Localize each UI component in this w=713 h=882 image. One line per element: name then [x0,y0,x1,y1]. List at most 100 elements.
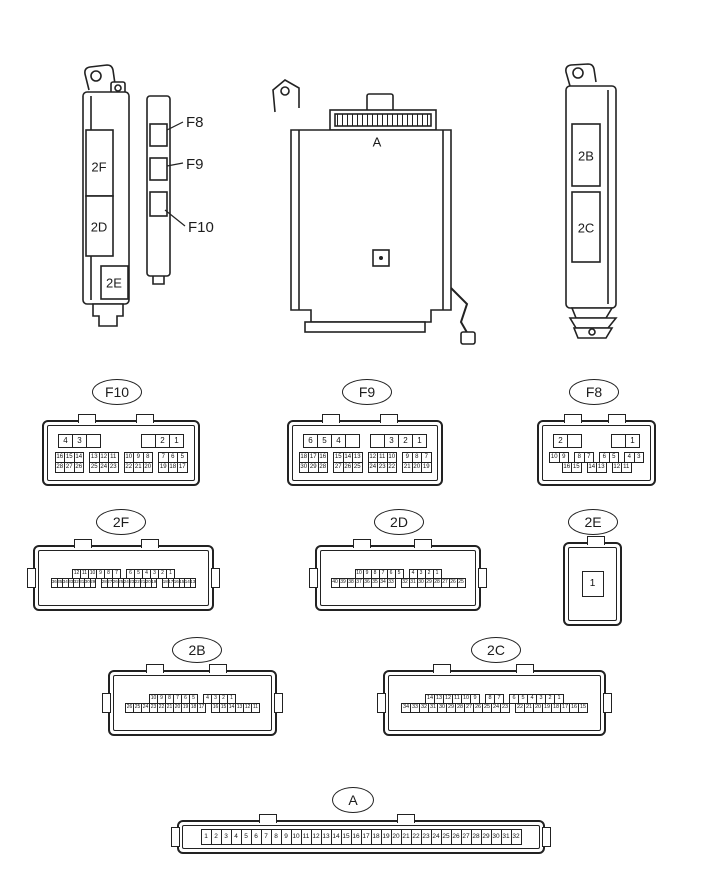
bolt-hole-icon [90,70,102,82]
shell-tab [209,664,227,673]
oval-label-a: A [332,787,374,813]
shell-tab [77,414,96,423]
shell-side-lug [102,693,111,713]
shell-tab [608,414,626,423]
connector-shell: 1 [563,536,622,626]
bolt-hole-icon [280,86,290,96]
pin-cell: 13 [189,577,196,588]
device-label-2f: 2F [91,159,107,175]
connector-pinout-2e: 1 [563,536,622,626]
shell-side-lug [478,568,487,588]
shell-side-lug [211,568,220,588]
shell-tab [136,414,155,423]
pin-cell: 5 [394,568,404,579]
pin-cell: 13 [596,461,607,473]
mount-bracket [272,79,300,113]
shell-tab [380,414,399,423]
pin-cell: 17 [197,702,206,713]
pin-cell: 23 [500,702,510,713]
pin-cell: 19 [150,577,157,588]
shell-tab [397,814,416,823]
shell-side-lug [603,693,612,713]
shell-tab [414,539,433,548]
shell-tab [141,539,160,548]
bolt-hole-icon [114,84,122,92]
pin-cell: 3 [633,451,644,463]
pin-cell: 1 [625,433,640,448]
leader-line-f9 [166,162,184,167]
leader-line-f10 [164,209,186,227]
leader-line-f8 [166,121,184,131]
pin-group: 1 [581,571,604,597]
empty-cavity [567,433,582,448]
pin-cell: 2 [553,433,568,448]
shell-side-lug [274,693,283,713]
oval-label-f9: F9 [342,379,392,405]
device-view-center [272,79,476,345]
boot-segment [568,317,618,329]
connector-cavity-grid: 1 [568,547,617,621]
pin-cell: 20 [142,461,153,473]
shell-side-lug [309,568,318,588]
device-view-right [565,63,618,339]
connector-f10-location [149,191,168,217]
empty-cavity [86,433,101,448]
oval-label-f8: F8 [569,379,619,405]
callout-f8: F8 [186,114,204,131]
pin-cell: 5 [317,433,332,448]
pin-cell: 15 [578,702,588,713]
pin-cell: 3 [72,433,87,448]
boot-segment [570,307,614,319]
pin-cell: 15 [571,461,582,473]
oval-label-2b: 2B [172,637,222,663]
pin-group: 2 [553,433,582,448]
shell-side-lug [171,827,180,847]
shell-tab [564,414,583,423]
shell-tab [516,664,535,673]
device-view-left [82,64,186,327]
empty-cavity [345,433,360,448]
bottom-stub [92,303,124,327]
oval-label-2c: 2C [471,637,521,663]
pin-cell: 3 [384,433,399,448]
pin-cell: 25 [456,577,466,588]
empty-cavity [141,433,156,448]
shell-tab [146,664,165,673]
